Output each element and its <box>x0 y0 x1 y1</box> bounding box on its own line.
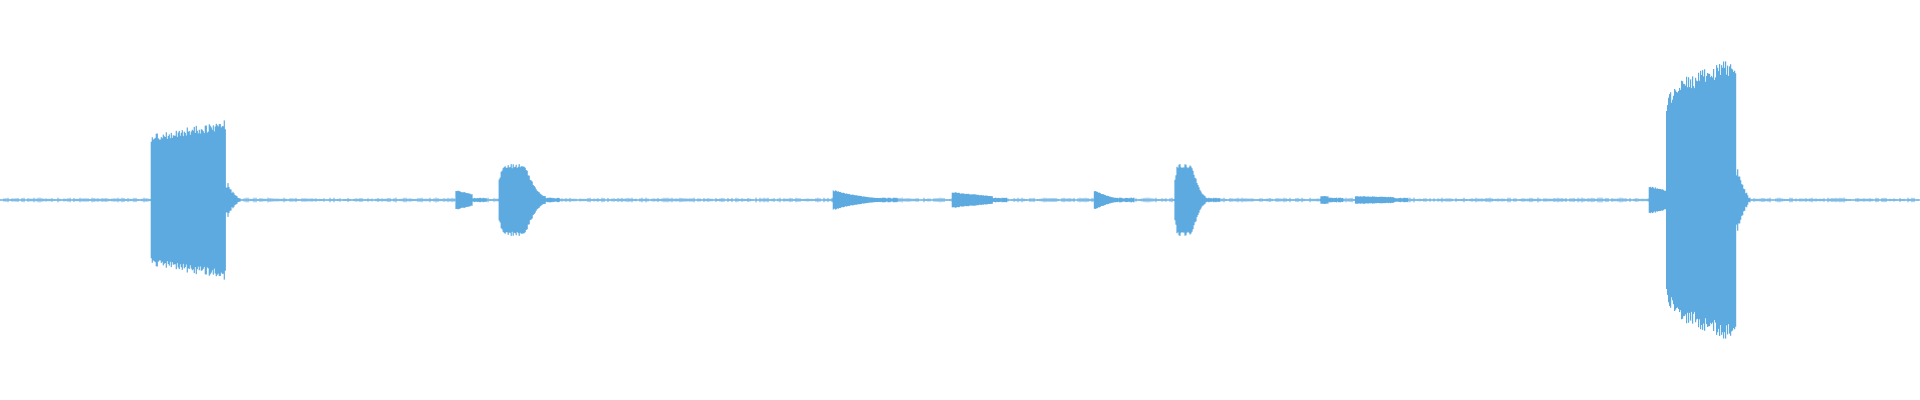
waveform-segment-blip-5 <box>1320 196 1344 204</box>
waveform-segment-blip-1 <box>455 190 487 210</box>
waveform-segment-burst-4 <box>1666 61 1751 339</box>
waveform-segment-burst-2 <box>498 164 560 236</box>
waveform-segments <box>150 61 1751 339</box>
waveform-segment-blip-4 <box>1093 191 1134 209</box>
waveform-segment-burst-1 <box>150 120 241 280</box>
waveform-segment-blip-6 <box>1354 196 1409 204</box>
waveform-segment-blip-3 <box>951 192 1008 208</box>
waveform-segment-blip-2 <box>832 190 898 210</box>
waveform-segment-burst-3 <box>1174 164 1221 236</box>
